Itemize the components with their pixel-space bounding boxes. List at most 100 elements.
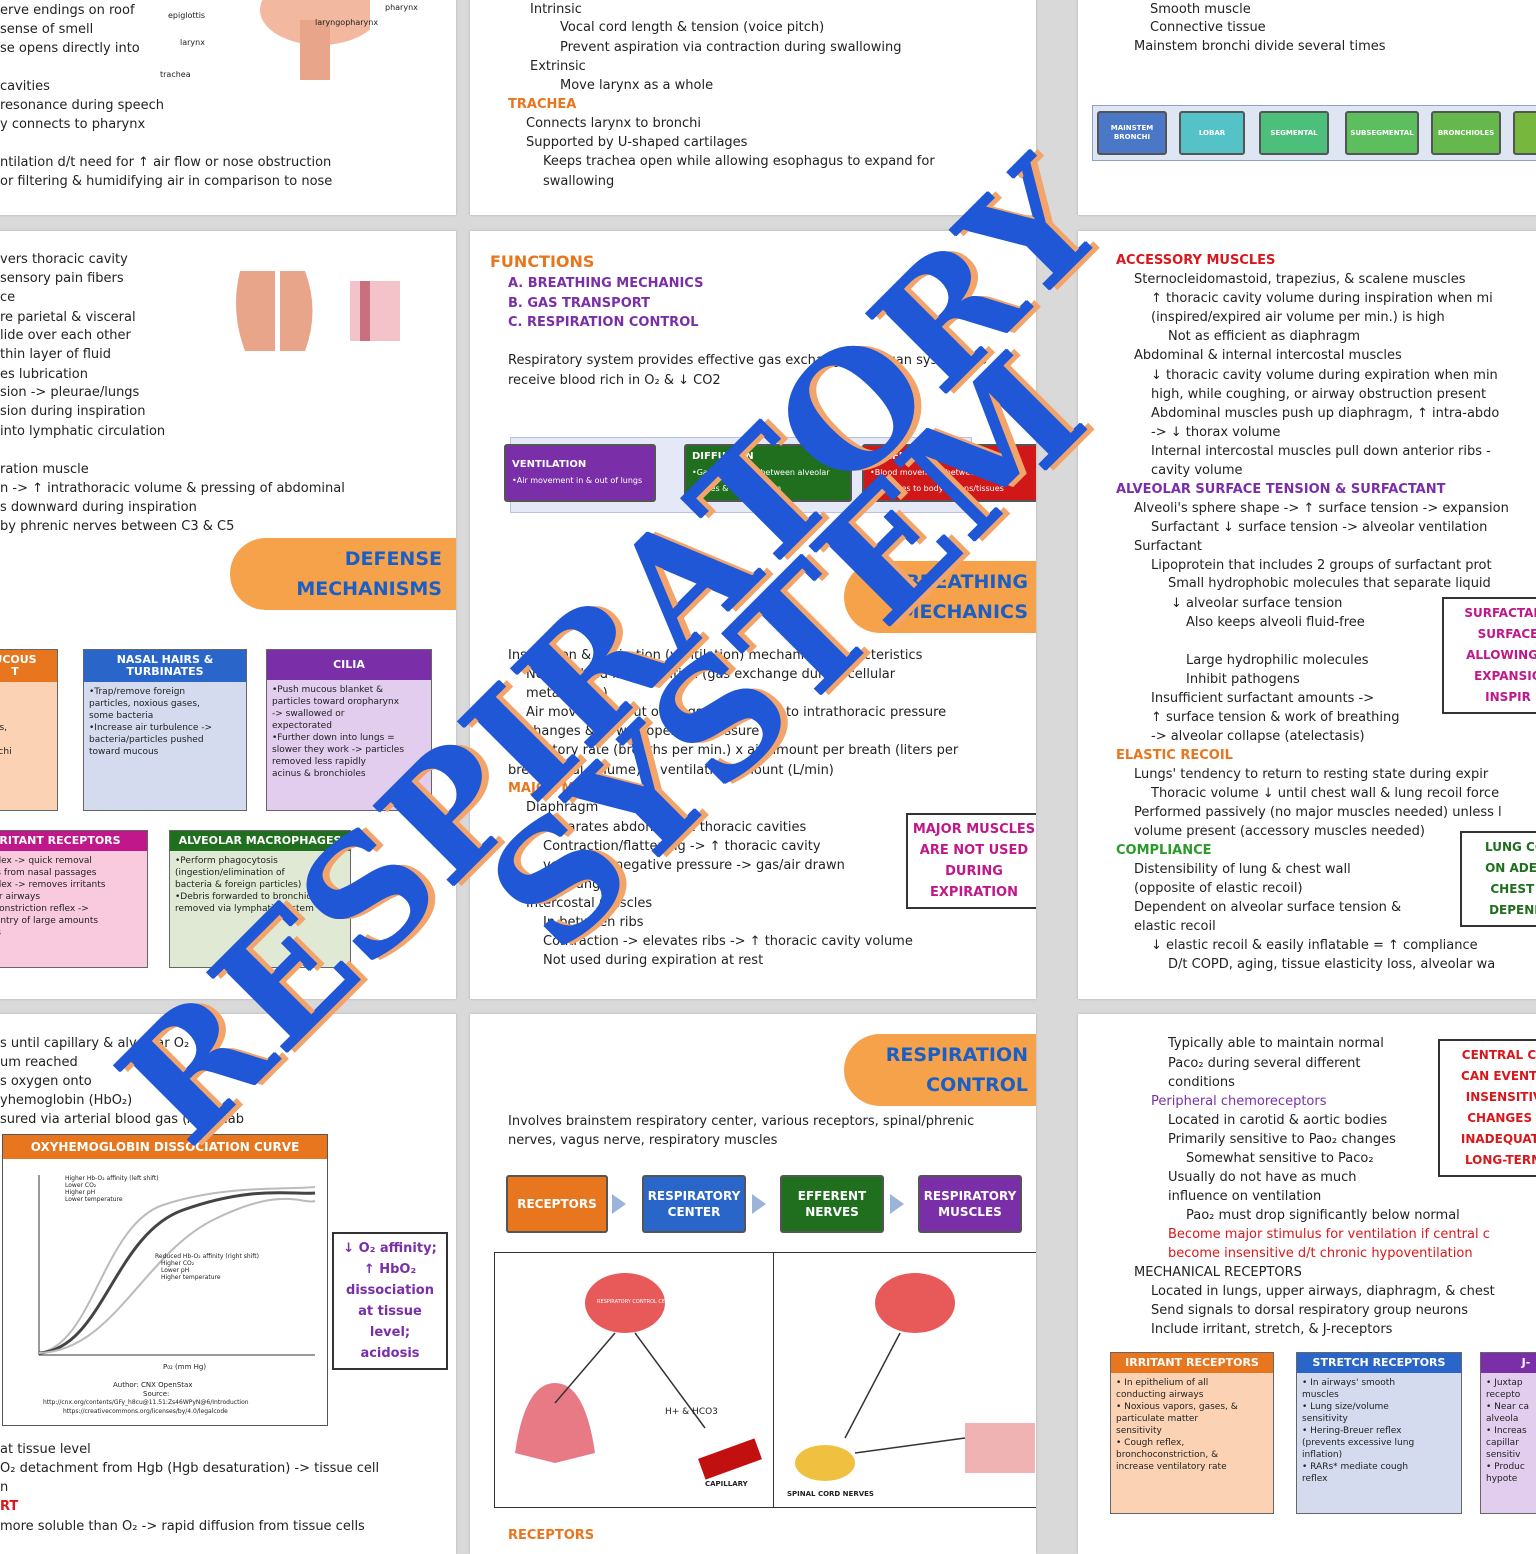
card-title: RITANT RECEPTORS: [0, 831, 147, 851]
text-line: n: [0, 1480, 9, 1495]
text-line: changes & airway opening pressure: [526, 724, 760, 739]
text-line: Smooth muscle: [1150, 2, 1251, 17]
control-step: EFFERENT NERVES: [780, 1175, 884, 1233]
text-line: Small hydrophobic molecules that separat…: [1168, 576, 1491, 591]
callout-box: SURFACTANT SURFACE ALLOWING L EXPANSIO I…: [1442, 597, 1536, 714]
section-heading: ELASTIC RECOIL: [1116, 748, 1233, 763]
section-heading: ACCESSORY MUSCLES: [1116, 253, 1276, 268]
callout-box: CENTRAL CH CAN EVENTU INSENSITIV CHANGES…: [1438, 1039, 1536, 1177]
text-line: es lubrication: [0, 367, 88, 382]
card-title: IRRITANT RECEPTORS: [1111, 1353, 1273, 1373]
text-line: conditions: [1168, 1075, 1235, 1090]
figure-divider: [773, 1253, 774, 1507]
text-line: Inhibit pathogens: [1186, 672, 1300, 687]
section-header: DEFENSE MECHANISMS: [230, 538, 456, 610]
text-line: erve endings on roof: [0, 3, 135, 18]
defense-card: NASAL HAIRS & TURBINATES •Trap/remove fo…: [83, 649, 247, 811]
page-functions-mechanics: FUNCTIONS A. BREATHING MECHANICS B. GAS …: [470, 231, 1036, 999]
text-line: y connects to pharynx: [0, 117, 146, 132]
text-line: high, while coughing, or airway obstruct…: [1151, 387, 1487, 402]
text-line: become insensitive d/t chronic hypoventi…: [1168, 1246, 1473, 1261]
text-line: volume -> negative pressure -> gas/air d…: [543, 858, 845, 873]
page-larynx-trachea: Intrinsic Vocal cord length & tension (v…: [470, 0, 1036, 215]
text-line: receive blood rich in O₂ & ↓ CO2: [508, 373, 721, 388]
text-line: sion during inspiration: [0, 404, 146, 419]
function-item: C. RESPIRATION CONTROL: [508, 315, 699, 330]
card-title: J-: [1481, 1353, 1536, 1373]
text-line: -> alveolar collapse (atelectasis): [1151, 729, 1365, 744]
chain-step: LOBAR: [1179, 111, 1245, 155]
control-step: RESPIRATORY MUSCLES: [918, 1175, 1022, 1233]
text-line: Connective tissue: [1150, 20, 1266, 35]
card-body: • Juxtap recepto • Near ca alveola • Inc…: [1486, 1378, 1529, 1484]
text-line: elastic recoil: [1134, 919, 1216, 934]
text-line: Contraction -> elevates ribs -> ↑ thorac…: [543, 934, 913, 949]
page-bronchi: Smooth muscle Connective tissue Mainstem…: [1078, 0, 1536, 215]
fig-label: SPINAL CORD NERVES: [787, 1490, 874, 1498]
text-line: (opposite of elastic recoil): [1134, 881, 1303, 896]
page-chemoreceptors: Typically able to maintain normal Paco₂ …: [1078, 1014, 1536, 1554]
flow-step: VENTILATION •Air movement in & out of lu…: [504, 444, 656, 502]
section-heading: MAJOR MUSCLES: [508, 781, 631, 796]
control-figure: RESPIRATORY CONTROL CENTER H+ & HCO3 CAP…: [494, 1252, 1036, 1508]
text-line: nerves, vagus nerve, respiratory muscles: [508, 1133, 778, 1148]
curve-label: Lower CO₂: [65, 1182, 97, 1189]
text-line: cavities: [0, 79, 50, 94]
text-line: n -> ↑ intrathoracic volume & pressing o…: [0, 481, 345, 496]
text-line: Paco₂ during several different: [1168, 1056, 1361, 1071]
text-line: Dependent on alveolar surface tension &: [1134, 900, 1402, 915]
text-line: Air moves in & out of lungs in response …: [526, 705, 947, 720]
defense-card: CILIA •Push mucous blanket & particles t…: [266, 649, 432, 811]
text-line: um reached: [0, 1055, 78, 1070]
curve-title: OXYHEMOGLOBIN DISSOCIATION CURVE: [3, 1135, 327, 1159]
text-line: Become major stimulus for ventilation if…: [1168, 1227, 1490, 1242]
text-line: In between ribs: [543, 915, 644, 930]
curve-caption: http://cnx.org/contents/GFy_h8cu@11.51:Z…: [43, 1399, 249, 1406]
curve-label: Reduced Hb-O₂ affinity (right shift): [155, 1253, 259, 1260]
text-line: sensory pain fibers: [0, 271, 124, 286]
text-line: ↓ elastic recoil & easily inflatable = ↑…: [1151, 938, 1478, 953]
text-line: Separates abdominal & thoracic cavities: [543, 820, 807, 835]
text-line: Peripheral chemoreceptors: [1151, 1094, 1327, 1109]
section-header: BREATHING MECHANICS: [844, 561, 1036, 633]
text-line: volume present (accessory muscles needed…: [1134, 824, 1425, 839]
curve-label: Higher temperature: [161, 1274, 221, 1281]
text-line: ntilation d/t need for ↑ air flow or nos…: [0, 155, 332, 170]
card-body: • In epithelium of all conducting airway…: [1116, 1378, 1238, 1472]
text-line: Insufficient surfactant amounts ->: [1151, 691, 1375, 706]
section-heading: COMPLIANCE: [1116, 843, 1212, 858]
chain-step: SEGMENTAL: [1259, 111, 1329, 155]
text-line: Not involved in respiration (gas exchang…: [526, 667, 896, 682]
text-line: Sternocleidomastoid, trapezius, & scalen…: [1134, 272, 1466, 287]
text-line: Contraction/flattening -> ↑ thoracic cav…: [543, 839, 821, 854]
text-line: Respiratory system provides effective ga…: [508, 353, 988, 368]
text-line: Lipoprotein that includes 2 groups of su…: [1151, 558, 1492, 573]
text-line: RT: [0, 1499, 19, 1514]
function-item: B. GAS TRANSPORT: [508, 296, 651, 311]
card-title: STRETCH RECEPTORS: [1297, 1353, 1461, 1373]
text-line: metabolism): [526, 686, 608, 701]
fig-label: epiglottis: [168, 11, 206, 20]
card-body: •Trap/remove foreign particles, noxious …: [89, 687, 213, 757]
flow-step: DIFFUSION •Gas movement between alveolar…: [684, 444, 852, 502]
text-line: Distensibility of lung & chest wall: [1134, 862, 1351, 877]
text-line: into lungs: [543, 877, 608, 892]
text-line: lide over each other: [0, 328, 131, 343]
curve-label: Lower pH: [161, 1267, 190, 1274]
text-line: Inspiration & expiration (ventilation) m…: [508, 648, 923, 663]
arrow-icon: [890, 1194, 904, 1214]
text-line: Not used during expiration at rest: [543, 953, 764, 968]
curve-label: P₀₂ (mm Hg): [163, 1363, 207, 1371]
text-line: O₂ detachment from Hgb (Hgb desaturation…: [0, 1461, 380, 1476]
text-line: Performed passively (no major muscles ne…: [1134, 805, 1502, 820]
text-line: Located in carotid & aortic bodies: [1168, 1113, 1388, 1128]
text-line: Lungs' tendency to return to resting sta…: [1134, 767, 1489, 782]
fig-label: trachea: [160, 70, 191, 79]
text-line: sense of smell: [0, 22, 94, 37]
header-line: MECHANICS: [900, 601, 1028, 623]
text-line: D/t COPD, aging, tissue elasticity loss,…: [1168, 957, 1496, 972]
fig-label: pharynx: [385, 3, 418, 12]
text-line: resonance during speech: [0, 98, 164, 113]
text-line: Ventilatory rate (breaths per min.) x ai…: [508, 743, 959, 758]
text-line: ↓ thoracic cavity volume during expirati…: [1151, 368, 1498, 383]
